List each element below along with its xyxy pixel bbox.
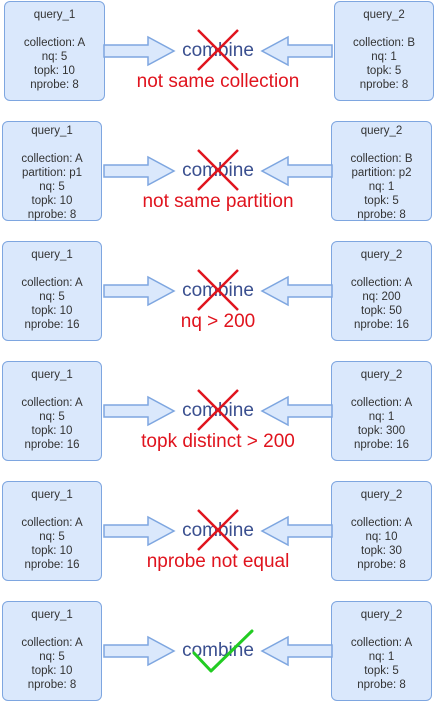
query-param: topk: 5 — [364, 665, 399, 677]
arrow-right — [103, 155, 176, 187]
reject-reason: not same collection — [136, 71, 300, 92]
arrow-left — [260, 35, 333, 67]
cross-icon — [197, 389, 239, 431]
query-param: nq: 5 — [39, 411, 65, 423]
cross-icon — [197, 269, 239, 311]
reject-reason: topk distinct > 200 — [141, 431, 295, 452]
query-param: topk: 10 — [34, 65, 75, 77]
query-param: collection: A — [21, 517, 83, 529]
query-param: collection: B — [352, 37, 415, 49]
query-param: nq: 10 — [365, 531, 398, 543]
query-param: topk: 5 — [364, 195, 399, 207]
reject-reason: nq > 200 — [180, 311, 256, 332]
query-param: topk: 50 — [361, 305, 402, 317]
query-param: collection: A — [21, 153, 83, 165]
query-param: topk: 300 — [357, 425, 406, 437]
query-param: partition: p2 — [351, 167, 412, 179]
query-param: nq: 1 — [371, 51, 397, 63]
query-param: nq: 1 — [368, 411, 395, 423]
query-title: query_1 — [31, 489, 73, 501]
query-param: nprobe: 8 — [359, 79, 409, 91]
query-param: nq: 5 — [39, 651, 65, 663]
query-2-box: query_2 collection: A nq: 1 topk: 5 nprobe: … — [331, 601, 432, 701]
query-param: collection: A — [23, 37, 86, 49]
query-param: topk: 5 — [366, 65, 402, 77]
query-param: collection: A — [21, 637, 83, 649]
query-param: nprobe: 16 — [354, 319, 409, 331]
arrow-left — [260, 275, 333, 307]
query-param: topk: 10 — [31, 425, 73, 437]
arrow-right — [103, 275, 176, 307]
reject-reason: not same partition — [142, 191, 294, 212]
query-param: nq: 1 — [368, 181, 395, 193]
query-param: collection: A — [350, 517, 413, 529]
query-1-box: query_1 collection: A nq: 5 topk: 10 nprobe:… — [4, 1, 105, 101]
query-title: query_2 — [360, 609, 403, 621]
query-title: query_2 — [360, 249, 403, 261]
query-title: query_2 — [360, 489, 403, 501]
query-2-box: query_2 collection: A nq: 1 topk: 300 nprobe… — [331, 361, 432, 461]
query-param: nq: 1 — [368, 651, 395, 663]
arrow-right — [103, 515, 176, 547]
query-title: query_2 — [360, 369, 403, 381]
arrow-left — [260, 515, 333, 547]
arrow-right — [103, 395, 176, 427]
reject-reason: nprobe not equal — [146, 551, 290, 572]
query-param: nprobe: 16 — [354, 439, 409, 451]
query-1-box: query_1 collection: A nq: 5 topk: 10 nprobe:… — [2, 241, 102, 341]
query-title: query_1 — [31, 125, 73, 137]
query-param: nprobe: 8 — [357, 209, 406, 221]
arrow-left — [260, 635, 333, 667]
query-param: collection: A — [350, 637, 413, 649]
query-2-box: query_2 collection: B partition: p2 nq: 1 to… — [331, 121, 432, 221]
query-param: nprobe: 8 — [357, 559, 406, 571]
cross-icon — [197, 509, 239, 551]
query-1-box: query_1 collection: A nq: 5 topk: 10 nprobe:… — [2, 361, 102, 461]
arrow-right — [103, 35, 176, 67]
arrow-right — [103, 635, 176, 667]
query-param: topk: 10 — [31, 665, 73, 677]
query-param: collection: A — [350, 397, 413, 409]
query-2-box: query_2 collection: A nq: 200 topk: 50 nprob… — [331, 241, 432, 341]
query-title: query_2 — [363, 9, 405, 21]
query-param: partition: p1 — [21, 167, 83, 179]
query-2-box: query_2 collection: A nq: 10 topk: 30 nprobe… — [331, 481, 432, 581]
query-param: collection: B — [350, 153, 413, 165]
query-title: query_1 — [31, 609, 73, 621]
cross-icon — [197, 29, 239, 71]
query-title: query_1 — [31, 249, 73, 261]
cross-icon — [197, 149, 239, 191]
query-param: nprobe: 16 — [24, 559, 80, 571]
arrow-left — [260, 395, 333, 427]
query-param: nprobe: 16 — [24, 319, 80, 331]
arrow-left — [260, 155, 333, 187]
query-title: query_2 — [360, 125, 403, 137]
query-1-box: query_1 collection: A nq: 5 topk: 10 nprobe:… — [2, 601, 102, 701]
query-2-box: query_2 collection: B nq: 1 topk: 5 nprobe: … — [334, 1, 434, 101]
check-icon — [192, 629, 254, 673]
query-param: collection: A — [21, 397, 83, 409]
query-param: nprobe: 16 — [24, 439, 80, 451]
query-param: topk: 30 — [361, 545, 402, 557]
query-param: nq: 5 — [39, 291, 65, 303]
query-param: nprobe: 8 — [357, 679, 406, 691]
query-param: topk: 10 — [31, 545, 73, 557]
query-param: topk: 10 — [31, 305, 73, 317]
query-param: nprobe: 8 — [27, 679, 77, 691]
query-param: nq: 5 — [41, 51, 68, 63]
query-param: topk: 10 — [31, 195, 73, 207]
query-1-box: query_1 collection: A partition: p1 nq: 5 to… — [2, 121, 102, 221]
query-1-box: query_1 collection: A nq: 5 topk: 10 nprobe:… — [2, 481, 102, 581]
query-param: nq: 200 — [362, 291, 401, 303]
query-param: nprobe: 8 — [27, 209, 77, 221]
query-title: query_1 — [31, 369, 73, 381]
query-param: nq: 5 — [39, 531, 65, 543]
query-param: collection: A — [21, 277, 83, 289]
query-title: query_1 — [33, 9, 76, 21]
query-param: nq: 5 — [39, 181, 65, 193]
query-param: nprobe: 8 — [30, 79, 79, 91]
query-param: collection: A — [350, 277, 413, 289]
